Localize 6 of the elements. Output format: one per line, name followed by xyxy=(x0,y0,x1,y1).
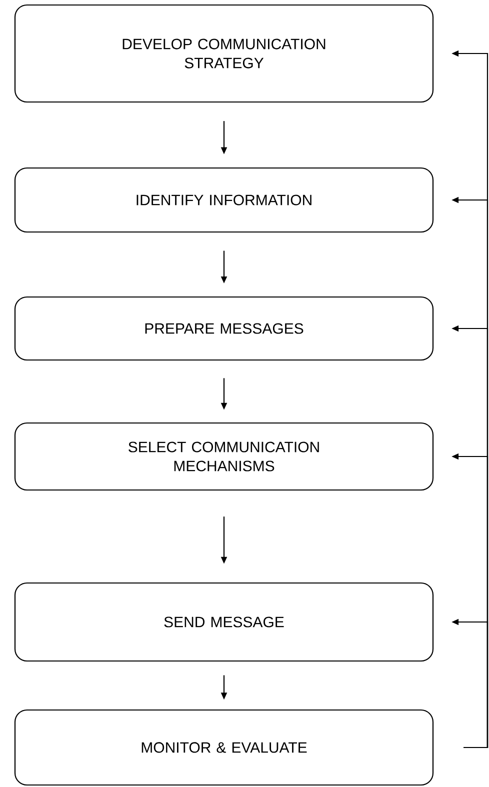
process-box: IDENTIFY INFORMATION xyxy=(14,167,434,233)
process-box: DEVELOP COMMUNICATION STRATEGY xyxy=(14,4,434,103)
process-box: MONITOR & EVALUATE xyxy=(14,709,434,786)
process-box: SELECT COMMUNICATION MECHANISMS xyxy=(14,422,434,491)
process-box: PREPARE MESSAGES xyxy=(14,296,434,361)
process-box: SEND MESSAGE xyxy=(14,582,434,662)
